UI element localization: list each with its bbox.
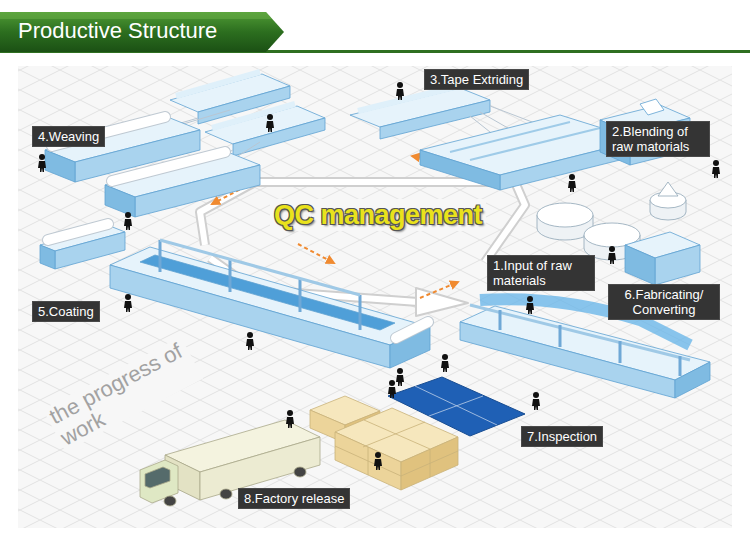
step-label-box: 2.Blending of raw matorials: [606, 121, 710, 157]
coating-line: [48, 224, 108, 240]
step-label-box: 3.Tape Extriding: [424, 69, 529, 90]
coating-line: [140, 255, 395, 330]
tape-extruder: [640, 99, 664, 115]
qc-loop: [416, 288, 468, 316]
coating-line: [396, 322, 428, 338]
step-label-box: 7.Inspection: [521, 426, 603, 447]
coating-line: [160, 240, 360, 295]
blending-tanks: [625, 245, 655, 285]
workers: [712, 160, 720, 178]
carton-stack: [335, 420, 458, 477]
weaving-machines: [112, 152, 225, 181]
coating-line: [160, 240, 360, 330]
workers: [266, 114, 274, 132]
flow-arrows: [298, 244, 334, 263]
blending-tanks: [655, 245, 700, 285]
workers: [38, 154, 46, 172]
blending-tanks: [658, 182, 678, 196]
page-title: Productive Structure: [18, 18, 217, 44]
qc-loop: [200, 182, 525, 262]
flow-arrows: [420, 282, 458, 298]
floor: [18, 66, 732, 528]
truck: [220, 489, 232, 499]
truck: [145, 467, 170, 488]
workers: [526, 296, 534, 314]
workers: [388, 380, 396, 398]
coating-line: [396, 322, 428, 338]
step-label: 3.Tape Extriding: [430, 72, 523, 87]
step-label: 8.Factory release: [244, 491, 344, 506]
step-label-box: 1.Input of raw materials: [487, 255, 595, 291]
step-label: 1.Input of raw materials: [493, 258, 589, 288]
fabricating-line: [460, 322, 675, 398]
tape-extruder: [358, 87, 455, 111]
workers: [568, 174, 576, 192]
step-label: 2.Blending of raw matorials: [612, 124, 704, 154]
center-heading: QC management: [270, 199, 486, 231]
workers: [608, 246, 616, 264]
qc-loop: [200, 182, 525, 262]
workers: [441, 354, 449, 372]
step-label-box: 4.Weaving: [32, 126, 105, 147]
weaving-machines: [212, 104, 295, 128]
coating-line: [40, 245, 55, 269]
coating-line: [48, 224, 108, 240]
weaving-machines: [105, 185, 135, 217]
weaving-machines: [112, 152, 225, 181]
step-label-box: 5.Coating: [32, 301, 100, 322]
tape-extruder: [380, 100, 490, 139]
step-label: 7.Inspection: [527, 429, 597, 444]
carton-stack: [310, 396, 458, 490]
weaving-machines: [176, 72, 260, 96]
workers: [532, 392, 540, 410]
workers: [396, 82, 404, 100]
truck: [164, 496, 176, 506]
step-label: 4.Weaving: [38, 129, 99, 144]
tape-extruder: [450, 122, 600, 160]
workers: [246, 332, 254, 350]
weaving-machines: [45, 150, 75, 182]
step-label-box: 6.Fabricating/ Converting: [608, 284, 720, 320]
floor: [18, 66, 732, 528]
inspection-area: [415, 386, 497, 425]
title-banner: [0, 12, 272, 19]
workers: [124, 212, 132, 230]
workers: [124, 294, 132, 312]
title-banner: [0, 12, 750, 53]
floor: [18, 66, 732, 528]
workers: [38, 82, 720, 470]
title-banner: [0, 12, 284, 52]
workers: [286, 410, 294, 428]
step-label-box: 8.Factory release: [238, 488, 350, 509]
coating-line: [40, 224, 430, 368]
workers: [396, 368, 404, 386]
step-label: 6.Fabricating/ Converting: [614, 287, 714, 317]
blending-tanks: [537, 203, 593, 227]
truck: [294, 467, 306, 477]
step-label: 5.Coating: [38, 304, 94, 319]
workers: [374, 452, 382, 470]
